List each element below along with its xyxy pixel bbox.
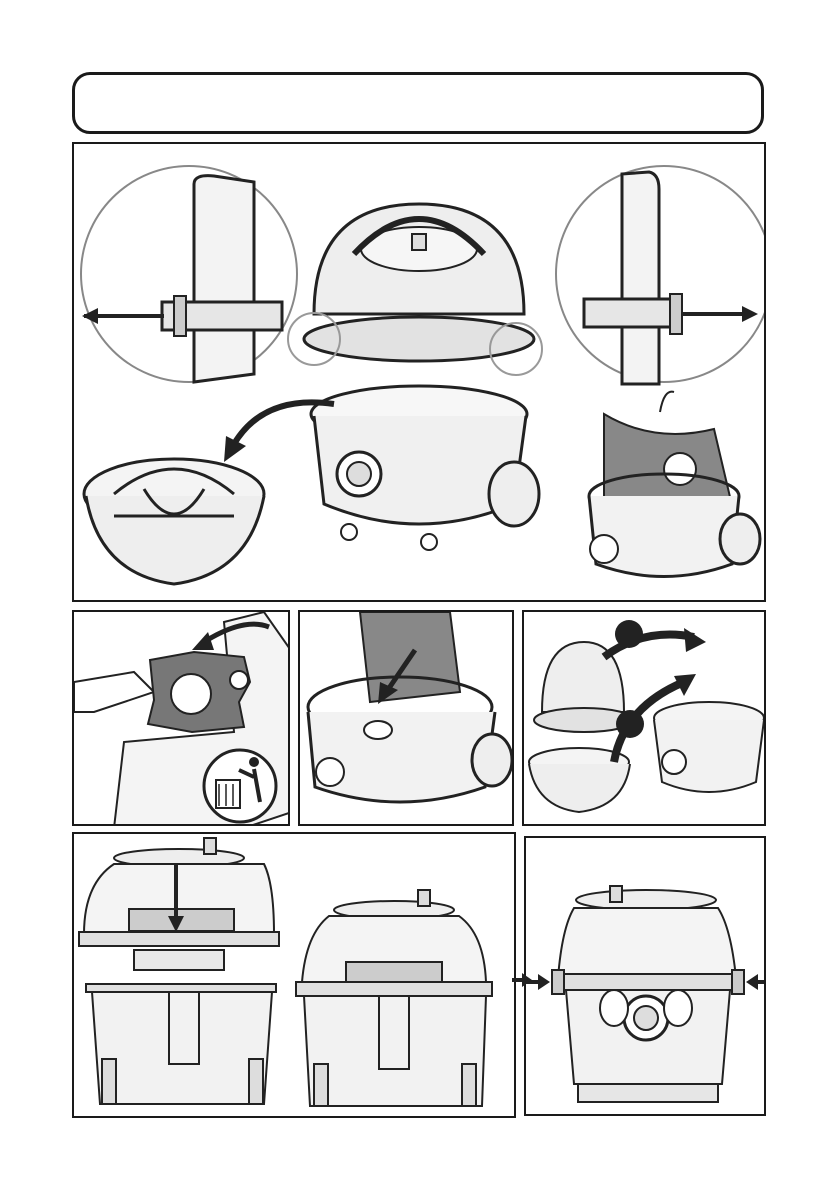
release-clip-right-icon [556,166,766,384]
step-illustration-dispose-bag [74,612,290,826]
step-illustration-refit [524,612,766,826]
step-dot-1-icon [615,620,643,648]
step-panel-dispose-bag [72,610,290,826]
step-panel-remove-head [72,142,766,602]
step-panel-lower-head [72,832,516,1118]
step-panel-fit-new-bag [298,610,514,826]
dispose-in-bin-icon [204,750,276,822]
bag-collar-icon [148,652,250,732]
step-dot-2-icon [616,710,644,738]
section-title-box [72,72,764,134]
step-panel-refit [522,610,766,826]
vacuum-body-illustration [311,386,539,550]
step-illustration-fit-new-bag [300,612,514,826]
dust-bag-icon [589,392,760,577]
release-clip-left-icon [81,166,297,382]
step-illustration-lower-head [74,834,516,1118]
step-illustration-close-clips [526,838,766,1116]
filter-basket-illustration [84,459,264,584]
step-illustration-remove-head [74,144,766,602]
push-arrow-shaft-icon [512,972,532,988]
step-panel-close-clips [524,836,766,1116]
vacuum-head-illustration [288,204,542,375]
